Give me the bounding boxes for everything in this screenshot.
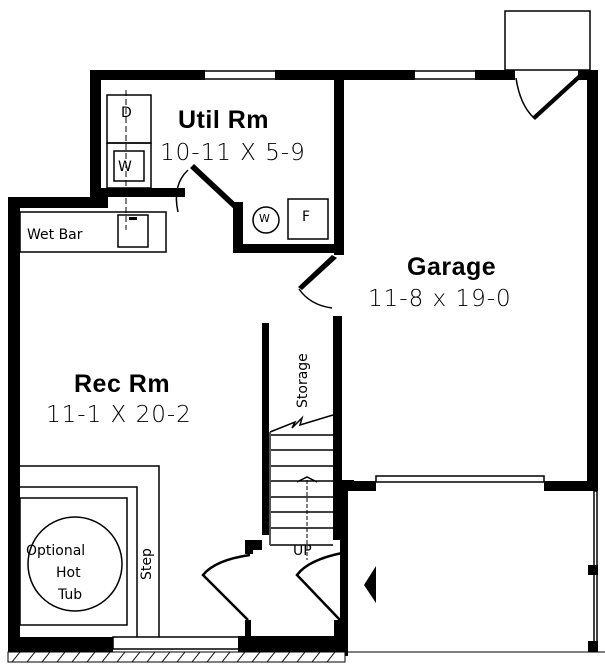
wall-garage-bottom-left [343,481,376,491]
wall-rec-top [8,197,108,208]
wall-util-lower-left [90,188,185,197]
wall-rec-stub-left-v [245,540,253,554]
wall-rec-bottom-left [8,637,113,653]
tub-platform-outer [20,486,138,637]
stair-treads [270,434,333,546]
wall-util-top-left [90,70,205,80]
garage-room-name: Garage [407,253,497,281]
wall-garage-top-left [330,70,415,80]
wall-rec-stub-left [245,540,262,550]
step-outline [20,465,160,637]
furnace-label: F [302,209,311,225]
wall-garage-bottom-right [544,481,598,491]
door-util [175,169,189,213]
hot-tub-label-1: Optional [26,543,86,559]
washer-label: W [118,159,132,175]
door-stair-garage [295,551,343,621]
wall-storage-left [262,323,269,535]
door-garage-entry-leaf [532,75,581,120]
stair-break-line [269,414,334,433]
entry-stoop [504,10,591,71]
wall-storage-diagonal [298,255,337,290]
storage-label: Storage [295,353,311,408]
wall-garage-top-right [475,70,515,80]
wet-bar-label: Wet Bar [27,227,83,243]
util-room-dims: 10-11 X 5-9 [160,140,306,166]
window-util [203,70,277,80]
wall-util-top-right [275,70,345,80]
dryer-label: D [121,105,132,121]
wall-lower-right-stub-1 [588,565,598,575]
washer-box [106,142,152,189]
hot-tub-label-3: Tub [58,587,83,603]
garage-door-arrow [364,566,376,603]
water-heater-symbol [252,206,280,234]
wall-util-right [334,80,344,255]
stair-up-arrow [296,476,318,483]
step-label: Step [139,548,155,580]
wall-util-bottom-notch [233,202,243,250]
wet-bar-sink-tap [129,217,137,220]
hot-tub-label-2: Hot [56,565,81,581]
rec-room-dims: 11-1 X 20-2 [46,402,192,428]
wall-door-jamb-a [245,620,251,640]
washer-inner [113,150,145,182]
door-rec-exterior [201,553,251,621]
stair-up-label: UP [293,543,312,559]
door-storage-arc [298,288,333,309]
rec-room-name: Rec Rm [74,370,171,398]
wall-util-left [90,70,101,195]
wall-util-diagonal [190,164,240,211]
window-garage [412,70,477,80]
wall-rec-bottom-right [238,636,344,653]
window-rec-bottom [112,636,241,650]
door-garage-entry-arc [515,77,535,119]
garage-room-dims: 11-8 x 19-0 [368,286,512,312]
wall-storage-right [333,316,342,540]
wall-garage-lower-left [340,480,348,656]
foundation-hatch [11,651,336,663]
hot-tub [27,516,123,612]
wet-bar-sink [117,214,149,248]
tub-platform-inner [19,497,128,626]
wall-door-jamb-b [334,620,343,640]
water-heater-label: W [259,212,270,225]
util-room-name: Util Rm [178,106,269,134]
furnace-box [287,198,329,240]
wall-util-bottom [233,244,339,253]
wall-lower-right-stub-2 [588,641,598,652]
window-lower [375,475,545,483]
wall-rec-left [8,197,20,655]
wall-garage-right [587,70,598,482]
wet-bar-counter [19,211,167,253]
